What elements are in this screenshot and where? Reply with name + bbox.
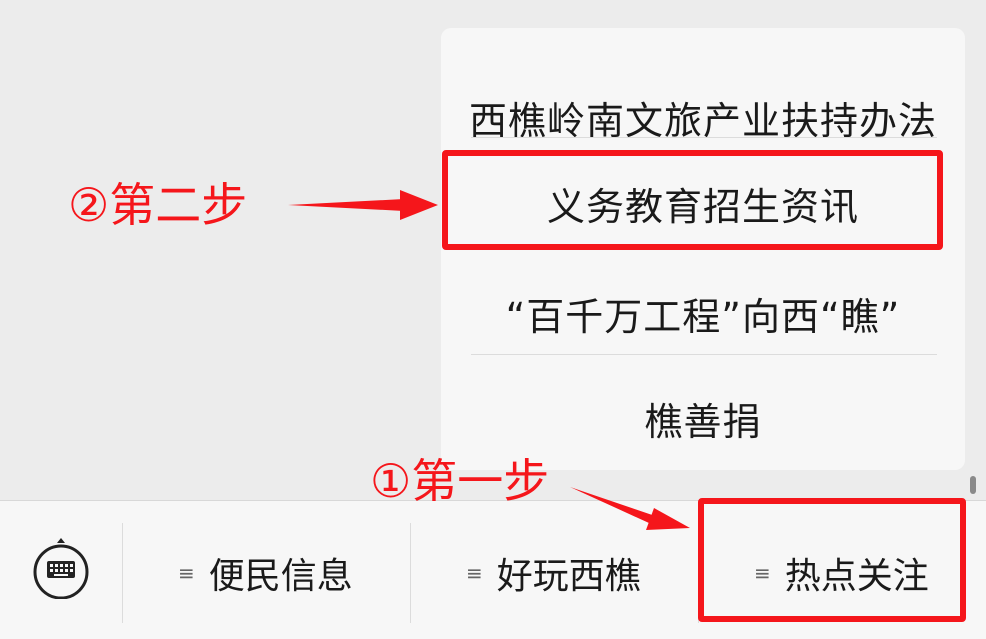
divider — [471, 137, 937, 138]
menu-tab-label: 热点关注 — [784, 556, 929, 597]
highlight-box-step2 — [442, 150, 943, 250]
menu-tab-hot-topics[interactable]: ≡ 热点关注 — [754, 549, 929, 597]
submenu-item-donation[interactable]: 樵善捐 — [644, 400, 762, 444]
submenu-item-project[interactable]: “百千万工程”向西“瞧” — [505, 295, 901, 339]
scrollbar[interactable] — [970, 476, 976, 494]
step2-arrow-icon — [288, 190, 438, 220]
menu-tab-fun-xiqiao[interactable]: ≡ 好玩西樵 — [466, 549, 641, 597]
menu-tab-label: 好玩西樵 — [496, 556, 641, 597]
menu-tab-convenience[interactable]: ≡ 便民信息 — [178, 549, 353, 597]
bottom-menu-bar: ≡ 便民信息 ≡ 好玩西樵 ≡ 热点关注 — [0, 500, 986, 639]
step1-label: ①第一步 — [370, 454, 550, 508]
step2-label: ②第二步 — [68, 178, 248, 232]
step1-arrow-icon — [570, 487, 690, 530]
menu-lines-icon: ≡ — [466, 561, 483, 585]
divider — [122, 523, 123, 623]
keyboard-toggle-button[interactable] — [30, 537, 92, 600]
divider — [410, 523, 411, 623]
submenu-item-enrollment-info[interactable]: 义务教育招生资讯 — [546, 185, 859, 229]
submenu-item-support-policy[interactable]: 西樵岭南文旅产业扶持办法 — [468, 99, 937, 143]
menu-lines-icon: ≡ — [754, 561, 771, 585]
keyboard-icon — [33, 538, 89, 600]
menu-lines-icon: ≡ — [178, 561, 195, 585]
divider — [471, 354, 937, 355]
highlight-box-step1 — [698, 498, 966, 622]
menu-tab-label: 便民信息 — [208, 556, 353, 597]
